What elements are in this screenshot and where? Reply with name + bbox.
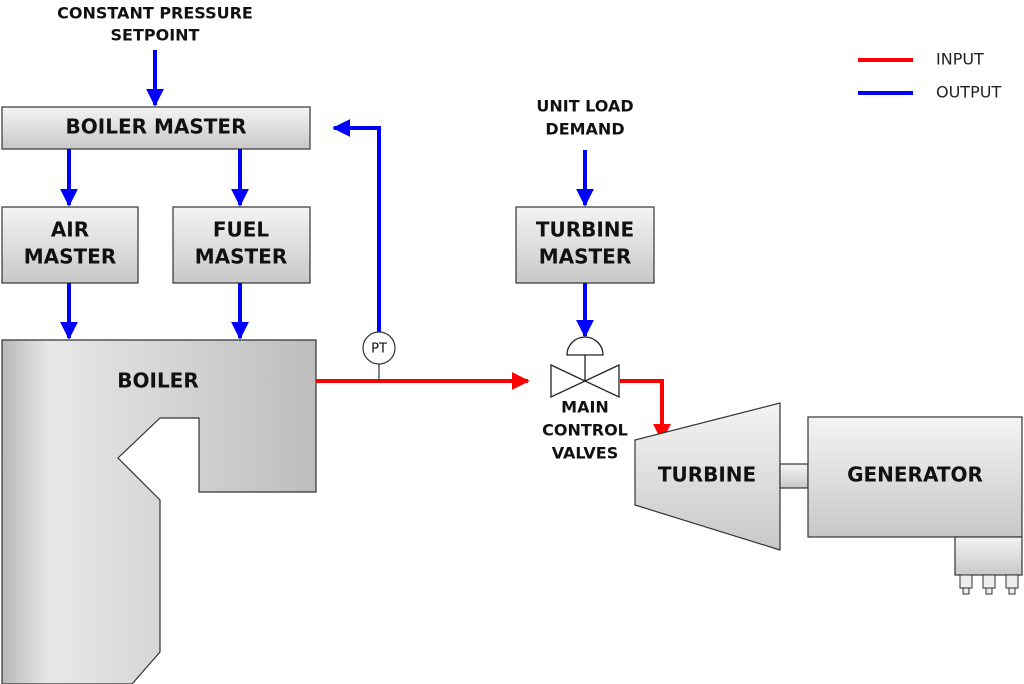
air-master-label: AIR bbox=[51, 218, 89, 242]
unit-load-label-2: DEMAND bbox=[545, 120, 624, 139]
turbine-shape bbox=[634, 402, 781, 551]
generator-terminals bbox=[959, 574, 1019, 595]
generator-label: GENERATOR bbox=[847, 463, 983, 487]
shaft bbox=[779, 463, 809, 489]
fuel-master-box bbox=[172, 206, 311, 284]
turbine-master-label-2: MASTER bbox=[539, 245, 632, 269]
valves-label: MAIN bbox=[561, 398, 609, 417]
valves-label-2: CONTROL bbox=[542, 421, 628, 440]
turbine-label: TURBINE bbox=[658, 463, 756, 487]
turbine-master-box bbox=[515, 206, 655, 284]
boiler-shape bbox=[1, 339, 317, 684]
pressure-feedback-line bbox=[332, 119, 381, 332]
pt-label: PT bbox=[371, 342, 387, 357]
boiler-label: BOILER bbox=[117, 369, 199, 393]
legend-output-label: OUTPUT bbox=[936, 83, 1001, 102]
generator-box bbox=[807, 416, 1023, 538]
boiler-master-box bbox=[1, 106, 311, 150]
legend: INPUT OUTPUT bbox=[858, 50, 1001, 102]
main-control-valve-icon bbox=[550, 336, 620, 399]
boiler-master-label: BOILER MASTER bbox=[66, 115, 247, 139]
unit-load-label: UNIT LOAD bbox=[536, 97, 633, 116]
legend-input-label: INPUT bbox=[936, 50, 984, 69]
pressure-transmitter bbox=[362, 331, 396, 365]
fuel-master-label-2: MASTER bbox=[195, 245, 288, 269]
fuel-master-label: FUEL bbox=[213, 218, 270, 242]
turbine-master-label: TURBINE bbox=[536, 218, 634, 242]
valves-label-3: VALVES bbox=[552, 444, 619, 463]
setpoint-label-2: SETPOINT bbox=[111, 26, 200, 45]
air-master-label-2: MASTER bbox=[24, 245, 117, 269]
steam-to-turbine-line bbox=[620, 379, 671, 442]
setpoint-label: CONSTANT PRESSURE bbox=[57, 4, 253, 23]
exciter-box bbox=[954, 536, 1023, 576]
